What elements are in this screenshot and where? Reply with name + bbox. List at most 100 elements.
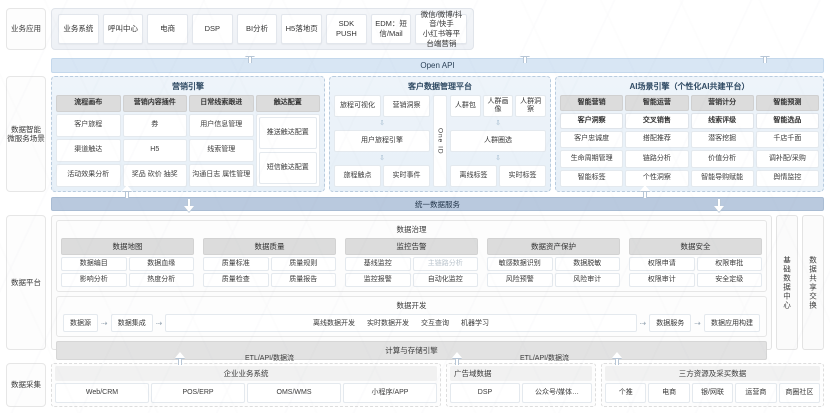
dev-chip-integration[interactable]: 数据集成 [110,314,153,332]
ai-cell[interactable]: 个性洞察 [625,169,689,187]
ai-scenario-engine-module: AI场景引擎（个性化AI共建平台） 智能营销 智能运营 营销计分 智能预测 客户… [555,76,824,192]
ai-cell[interactable]: 智能导购赋能 [690,169,754,187]
marketing-cell[interactable]: 用户信息管理 [189,114,254,137]
collection-chip[interactable]: 运营商 [735,383,777,403]
governance-cell[interactable]: 安全定级 [696,273,762,287]
row-label-data-platform-text: 数据平台 [11,277,41,287]
marketing-reach-cell[interactable]: 短信触达配置 [258,152,317,184]
collection-chip[interactable]: 个推 [605,383,647,403]
governance-cell[interactable]: 数据脱敏 [554,257,620,271]
collection-chip[interactable]: 银/网联 [691,383,734,403]
governance-cell[interactable]: 数据血缘 [128,257,194,271]
dev-chip-data-service[interactable]: 数据服务 [649,314,692,332]
app-chip[interactable]: DSP [192,14,233,44]
marketing-reach-cell[interactable]: 推送触达配置 [258,117,317,149]
marketing-cell[interactable]: 券 [122,114,187,137]
governance-cell[interactable]: 质量报告 [270,273,336,287]
cdp-cell[interactable]: 旅程触点 [334,165,381,187]
governance-cell[interactable]: 主链路分析 [412,257,478,271]
collection-chip[interactable]: Web/CRM [55,383,149,403]
cdp-cell-journey-engine[interactable]: 用户旅程引擎 [334,130,430,152]
flow-arrow-down [714,199,724,212]
governance-cell[interactable]: 数据编目 [61,257,127,271]
ai-cell[interactable]: 调补配/采购 [755,150,819,168]
cdp-cell[interactable]: 人群画像 [482,95,514,117]
ai-cell[interactable]: 客户忠诚度 [560,131,624,149]
collection-chip[interactable]: 公众号/媒体… [522,383,592,403]
governance-cell[interactable]: 自动化监控 [412,273,478,287]
ai-cell[interactable]: 舆情监控 [755,169,819,187]
governance-cell[interactable]: 敏感数据识别 [487,257,553,271]
cdp-cell[interactable]: 实时事件 [383,165,430,187]
app-chip[interactable]: 业务系统 [58,14,99,44]
cdp-row: 旅程可视化 营销洞察 [334,95,430,117]
dev-item[interactable]: 实时数据开发 [367,320,409,327]
governance-cell[interactable]: 风险审计 [554,273,620,287]
governance-cell[interactable]: 质量规则 [270,257,336,271]
cdp-cell[interactable]: 旅程可视化 [334,95,381,117]
data-platform-band: 数据平台 数据治理 数据地图 数据编目 数据血缘 影响分析 热度分析 [6,215,824,360]
etl-label-right: ETL/API/数据流 [520,355,570,362]
ai-cell[interactable]: 潜客挖掘 [690,131,754,149]
governance-cell[interactable]: 风险预警 [487,273,553,287]
marketing-cell[interactable]: 线索管理 [189,139,254,162]
cdp-cell[interactable]: 离线标签 [450,165,497,187]
cdp-cell-audience-selection[interactable]: 人群圈选 [450,130,546,152]
governance-cell[interactable]: 影响分析 [61,273,127,287]
governance-cell[interactable]: 权限申请 [629,257,695,271]
collection-chips: Web/CRM POS/ERP OMS/WMS 小程序/APP [55,383,437,403]
collection-chip[interactable]: 电商 [648,383,690,403]
ai-cell[interactable]: 千店千面 [755,131,819,149]
cdp-cell[interactable]: 实时标签 [499,165,546,187]
governance-cell[interactable]: 监控报警 [345,273,411,287]
cdp-cell[interactable]: 人群洞察 [515,95,547,117]
app-chip[interactable]: BI分析 [236,14,278,44]
collection-chip[interactable]: 小程序/APP [343,383,437,403]
app-chip[interactable]: SDK PUSH [326,14,367,44]
flow-arrow-down [184,199,194,212]
down-arrow-icon: ⇩ [379,120,385,127]
dev-chip-source[interactable]: 数据源 [63,314,98,332]
dev-chip-app-build[interactable]: 数据应用构建 [704,314,760,332]
marketing-cell[interactable]: 客户旅程 [56,114,121,137]
app-chip[interactable]: EDM：短信/Mail [370,14,412,44]
ai-cell[interactable]: 价值分析 [690,150,754,168]
dev-item[interactable]: 交互查询 [421,320,449,327]
governance-cell[interactable]: 基线监控 [345,257,411,271]
ai-subheader: 客户洞察 [560,113,624,129]
governance-cell[interactable]: 质量标准 [203,257,269,271]
app-chip[interactable]: 电商 [147,14,189,44]
app-chip[interactable]: 呼叫中心 [102,14,144,44]
cdp-cell[interactable]: 营销洞察 [383,95,430,117]
ai-cell[interactable]: 链路分析 [625,150,689,168]
business-applications-band: 业务应用 业务系统 呼叫中心 电商 DSP BI分析 H5落地页 SDK PUS… [6,8,824,50]
governance-cell[interactable]: 热度分析 [128,273,194,287]
collection-group-title: 企业业务系统 [55,366,437,381]
governance-cell[interactable]: 权限审计 [629,273,695,287]
collection-chip[interactable]: OMS/WMS [247,383,341,403]
app-chip-social-marketing[interactable]: 微信/微博/抖音/快手 小红书等平台端营销 [415,10,468,48]
dev-item[interactable]: 离线数据开发 [313,320,355,327]
flow-arrow-up [175,352,185,365]
governance-head: 监控告警 [345,238,478,255]
data-collection-band: 数据采集 企业业务系统 Web/CRM POS/ERP OMS/WMS 小程序/… [6,363,824,407]
cdp-cell[interactable]: 人群包 [450,95,481,117]
ai-cell[interactable]: 智能标签 [560,169,624,187]
ai-cell[interactable]: 生命周期管理 [560,150,624,168]
dev-item[interactable]: 机器学习 [461,320,489,327]
collection-chip[interactable]: DSP [450,383,520,403]
marketing-cell[interactable]: 渠道触达 [56,139,121,162]
ai-cell[interactable]: 搭配推荐 [625,131,689,149]
connector-arrow-icon: ⇢ [694,318,701,328]
marketing-header: 流程画布 [56,95,121,112]
marketing-cell[interactable]: 奖品 砍价 抽奖 [122,164,187,187]
governance-cell[interactable]: 质量检查 [203,273,269,287]
collection-chips: DSP 公众号/媒体… [450,383,592,403]
marketing-cell[interactable]: 沟通日志 属性管理 [189,164,254,187]
marketing-cell[interactable]: 活动效果分析 [56,164,121,187]
app-chip[interactable]: H5落地页 [281,14,323,44]
governance-cell[interactable]: 权限审批 [696,257,762,271]
marketing-cell[interactable]: H5 [122,139,187,162]
collection-chip[interactable]: 商圈社区 [778,383,821,403]
collection-chip[interactable]: POS/ERP [151,383,245,403]
